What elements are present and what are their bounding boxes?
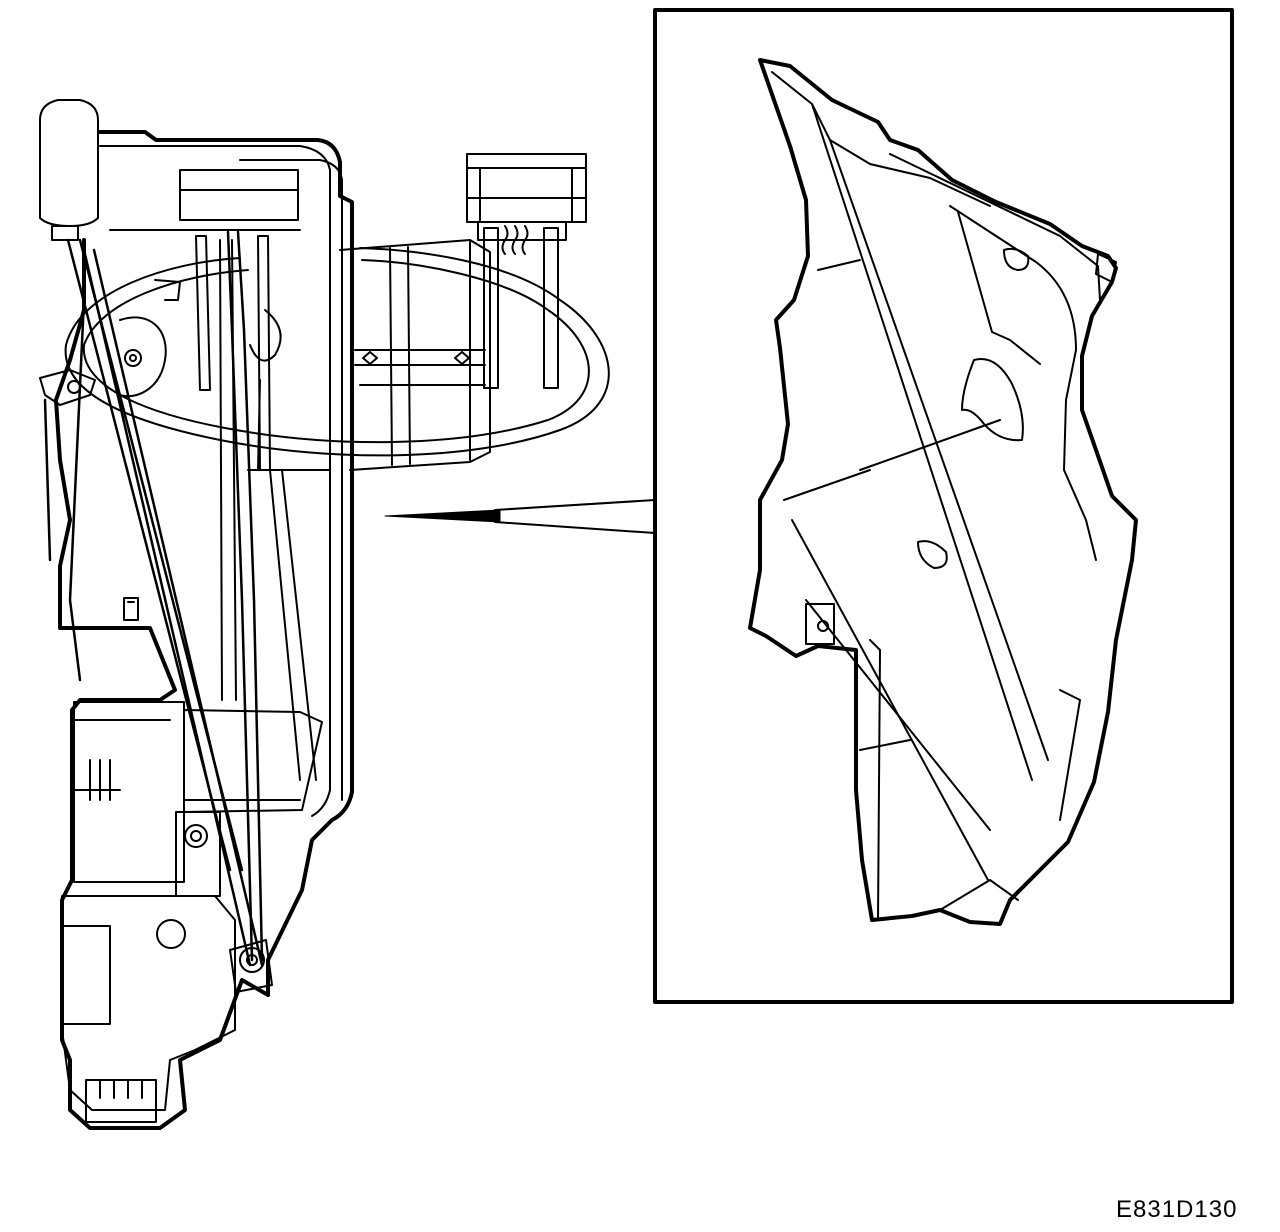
locking-knob — [39, 99, 99, 241]
protective-cover-outline — [748, 58, 1138, 926]
link-block — [339, 239, 491, 471]
inset-frame — [653, 8, 1234, 1004]
handle-bowl — [64, 247, 610, 457]
detail-leader-line — [384, 499, 656, 534]
detail-inset — [653, 8, 1234, 1004]
figure-reference-code: E831D130 — [1116, 1196, 1238, 1223]
actuator-motor — [61, 701, 323, 1123]
protective-cover-details — [771, 71, 1117, 921]
control-rods — [43, 230, 264, 967]
lock-body-inner-lines — [39, 145, 343, 817]
lock-body-outline — [54, 130, 354, 1130]
lock-assembly — [39, 99, 610, 1130]
electrical-connector — [466, 153, 587, 389]
